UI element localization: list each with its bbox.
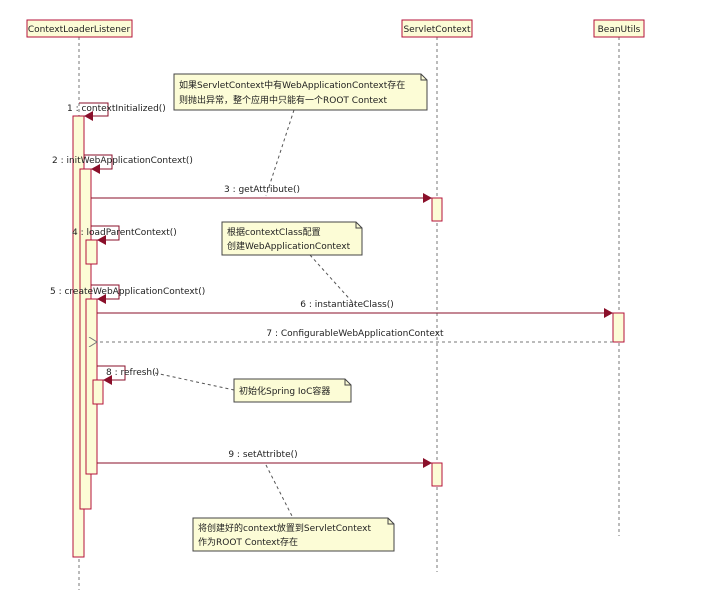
participant-label: ContextLoaderListener <box>28 25 131 35</box>
note-text: 创建WebApplicationContext <box>227 240 351 252</box>
message-label: 4 : loadParentContext() <box>72 228 177 238</box>
message-label: 8 : refresh() <box>106 368 159 378</box>
message-label: 7 : ConfigurableWebApplicationContext <box>266 329 444 339</box>
note-refresh: 初始化Spring IoC容器 <box>233 378 352 403</box>
activation-bar <box>431 462 443 487</box>
participant-beanutils: BeanUtils <box>593 19 645 38</box>
message-label: 1 : contextInitialized() <box>67 104 166 114</box>
note-connector <box>265 464 294 519</box>
message-label: 6 : instantiateClass() <box>300 300 393 310</box>
message-label: 5 : createWebApplicationContext() <box>50 287 205 297</box>
self-message-arrow <box>84 154 113 174</box>
self-message-arrow <box>91 225 120 245</box>
note-text: 则抛出异常，整个应用中只能有一个ROOT Context <box>179 94 388 106</box>
note-set-root-context: 将创建好的context放置到ServletContext 作为ROOT Con… <box>192 517 395 552</box>
activation-bar <box>431 197 443 222</box>
activation-bar <box>92 379 104 405</box>
activation-bar <box>612 312 625 343</box>
participant-label: ServletContext <box>403 25 471 35</box>
note-text: 将创建好的context放置到ServletContext <box>198 522 371 534</box>
self-message-arrow <box>97 365 126 385</box>
note-text: 初始化Spring IoC容器 <box>239 385 330 397</box>
note-text: 作为ROOT Context存在 <box>198 536 298 548</box>
participant-servletcontext: ServletContext <box>401 19 473 38</box>
note-connector <box>265 109 295 197</box>
note-connector <box>154 372 235 391</box>
self-message-arrow <box>79 102 109 121</box>
note-create-context: 根据contextClass配置 创建WebApplicationContext <box>221 221 363 256</box>
participant-contextloaderlistener: ContextLoaderListener <box>26 19 133 38</box>
note-root-context-check: 如果ServletContext中有WebApplicationContext存… <box>173 73 428 111</box>
activation-bar <box>85 239 98 265</box>
message-label: 3 : getAttribute() <box>224 185 300 195</box>
participant-label: BeanUtils <box>598 25 641 35</box>
note-text: 如果ServletContext中有WebApplicationContext存… <box>179 79 405 91</box>
message-label: 9 : setAttribte() <box>228 450 297 460</box>
self-message-arrow <box>91 284 120 304</box>
message-label: 2 : initWebApplicationContext() <box>52 156 193 166</box>
note-connector <box>309 254 356 306</box>
note-text: 根据contextClass配置 <box>227 226 321 238</box>
